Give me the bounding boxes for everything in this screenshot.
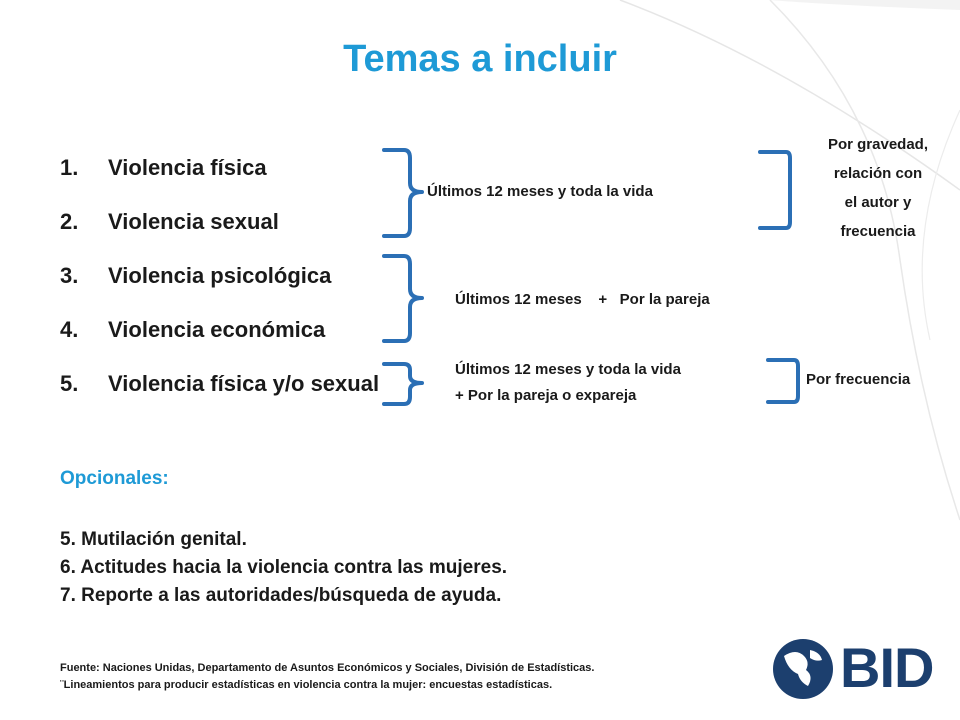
group3-label-line1: Últimos 12 meses y toda la vida xyxy=(455,361,681,378)
optional-item: 7. Reporte a las autoridades/búsqueda de… xyxy=(60,585,502,606)
topic-item: 5.Violencia física y/o sexual xyxy=(60,371,380,396)
topic-item: 3.Violencia psicológica xyxy=(60,263,332,288)
topic-label: Violencia física xyxy=(108,155,267,180)
topic-label: Violencia sexual xyxy=(108,209,279,234)
group3-label-line2: + Por la pareja o expareja xyxy=(455,387,637,404)
logo-text: BID xyxy=(840,636,934,699)
topics-list: 1.Violencia física 2.Violencia sexual 3.… xyxy=(60,152,379,422)
bracket-group3 xyxy=(382,362,424,406)
group1-label: Últimos 12 meses y toda la vida xyxy=(427,183,653,200)
bracket-detail2 xyxy=(766,358,800,404)
globe-icon xyxy=(773,639,833,699)
detail2-label: Por frecuencia xyxy=(806,371,911,388)
bracket-group1 xyxy=(382,148,424,238)
bid-logo: BID xyxy=(770,636,940,702)
optional-item: 5. Mutilación genital. xyxy=(60,529,247,550)
optional-heading: Opcionales: xyxy=(60,468,169,489)
group2-label: Últimos 12 meses + Por la pareja xyxy=(455,291,710,308)
optional-list: 5. Mutilación genital. 6. Actitudes haci… xyxy=(60,526,507,610)
detail1-label: Por gravedad, relación con el autor y fr… xyxy=(827,136,929,240)
topic-item: 1.Violencia física xyxy=(60,155,267,180)
bracket-group2 xyxy=(382,254,424,343)
topic-item: 4.Violencia económica xyxy=(60,317,326,342)
optional-item: 6. Actitudes hacia la violencia contra l… xyxy=(60,557,508,578)
source-note: Fuente: Naciones Unidas, Departamento de… xyxy=(60,662,595,691)
slide-title: Temas a incluir xyxy=(343,38,617,80)
topic-item: 2.Violencia sexual xyxy=(60,209,279,234)
topic-label: Violencia económica xyxy=(108,317,326,342)
topic-label: Violencia física y/o sexual xyxy=(108,371,380,396)
bracket-detail1 xyxy=(758,150,792,230)
topic-label: Violencia psicológica xyxy=(108,263,332,288)
